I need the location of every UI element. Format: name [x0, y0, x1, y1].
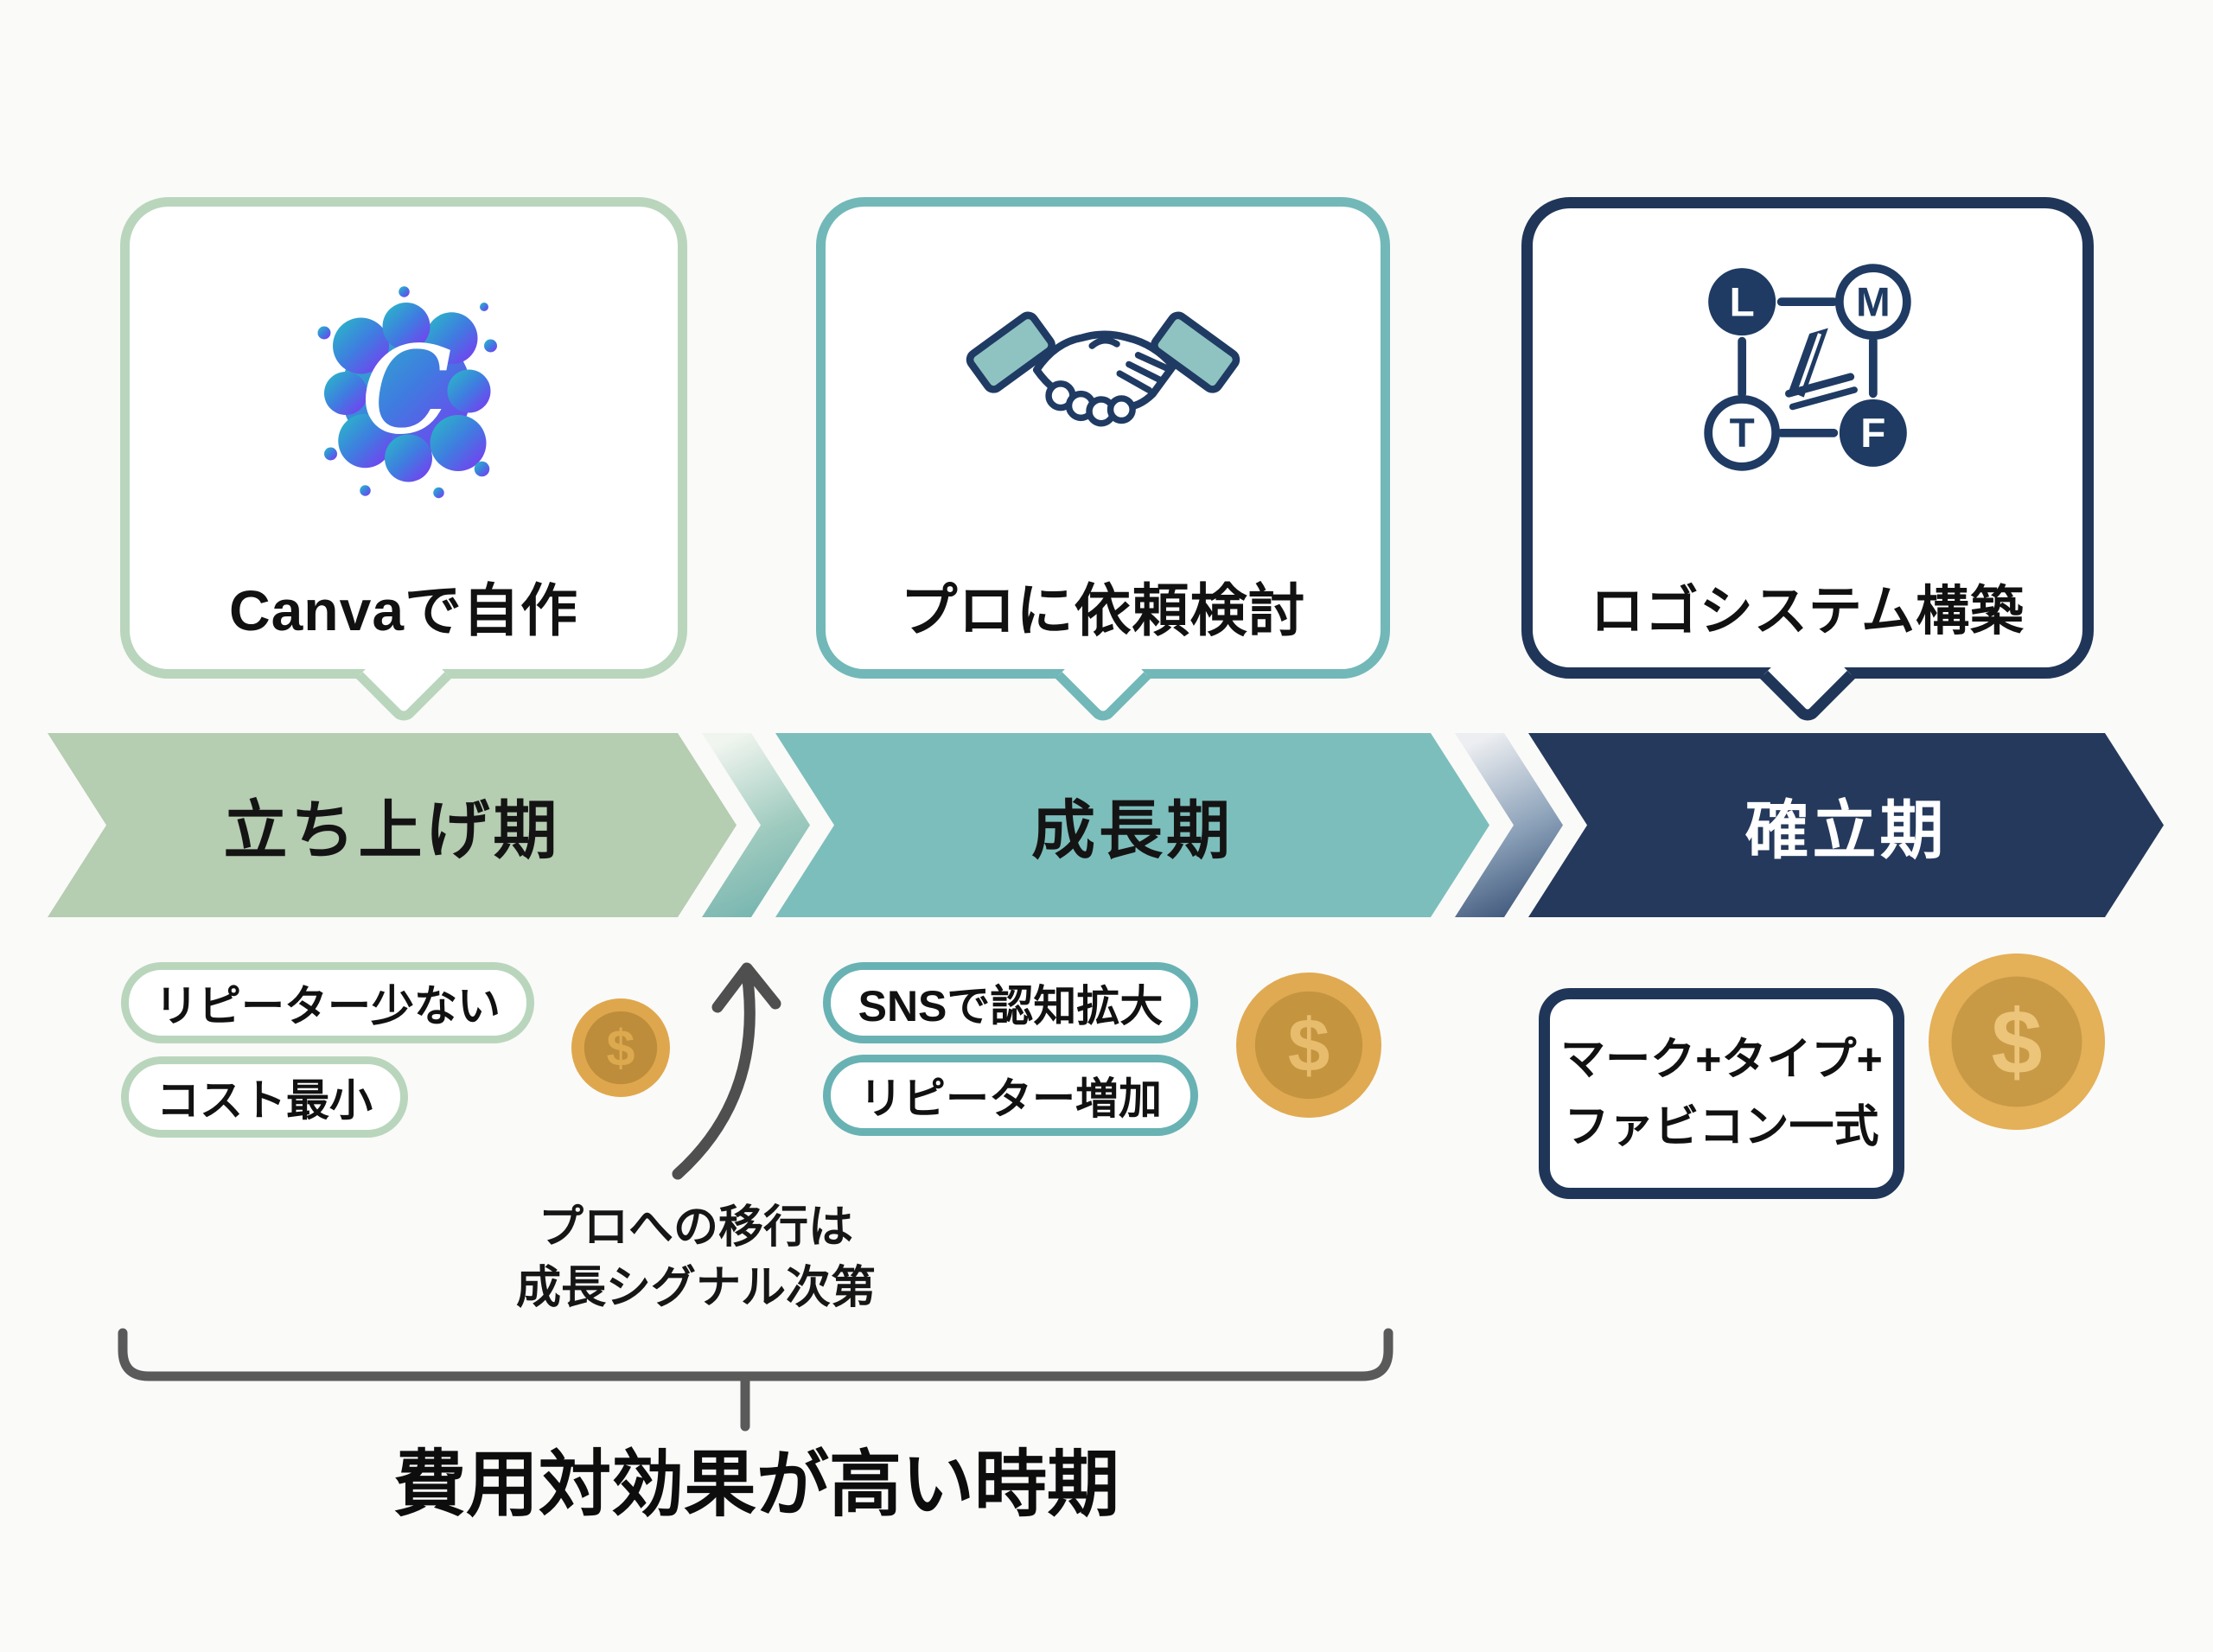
canva-logo-icon: C [317, 286, 497, 499]
transition-note-line1: プロへの移行は [538, 1202, 853, 1253]
logo-system-icon: L M T F [1704, 264, 1911, 471]
growth-transition-arrow [672, 962, 781, 1180]
phase-label-growth: 成長期 [1031, 794, 1234, 866]
coin-medium-icon: $ [1236, 973, 1381, 1118]
phase-label-established: 確立期 [1744, 794, 1948, 866]
phase-label-launch: 立ち上げ期 [223, 794, 561, 866]
phase-arrow-launch [48, 733, 737, 917]
note-box-line1: マーク+タイプ+ [1560, 1035, 1883, 1085]
coin-small-icon: $ [571, 998, 670, 1097]
note-box-line2: ファビコン一式 [1564, 1102, 1879, 1152]
note-pill-few-repeaters: リピーター少ない [121, 962, 534, 1043]
note-pill-minimal-cost: コスト最小 [121, 1056, 408, 1138]
svg-text:$: $ [1992, 992, 2043, 1094]
node-letter-t: T [1730, 411, 1755, 456]
cost-effective-label: 費用対効果が高い時期 [392, 1443, 1119, 1525]
phase-arrow-growth [775, 733, 1489, 917]
pen-nib-glyph [1785, 328, 1858, 411]
bubble-growth [816, 197, 1390, 679]
cost-effective-brace [118, 1328, 1393, 1432]
transition-note-line2: 成長シグナル次第 [515, 1262, 876, 1313]
svg-text:$: $ [607, 1019, 635, 1077]
phase-arrow-established [1528, 733, 2164, 917]
node-letter-m: M [1856, 279, 1891, 325]
note-pill-sns-awareness: SNSで認知拡大 [823, 962, 1198, 1043]
canva-letter: C [360, 321, 452, 462]
bubble-established [1521, 197, 2094, 679]
note-box-logo-set: マーク+タイプ+ ファビコン一式 [1539, 988, 1904, 1199]
coin-large-icon: $ [1929, 954, 2105, 1130]
svg-text:$: $ [1288, 1003, 1330, 1088]
handshake-icon [966, 311, 1240, 427]
node-letter-f: F [1860, 411, 1885, 456]
note-pill-repeaters-increase: リピーター増加 [823, 1055, 1198, 1136]
node-letter-l: L [1730, 279, 1755, 325]
